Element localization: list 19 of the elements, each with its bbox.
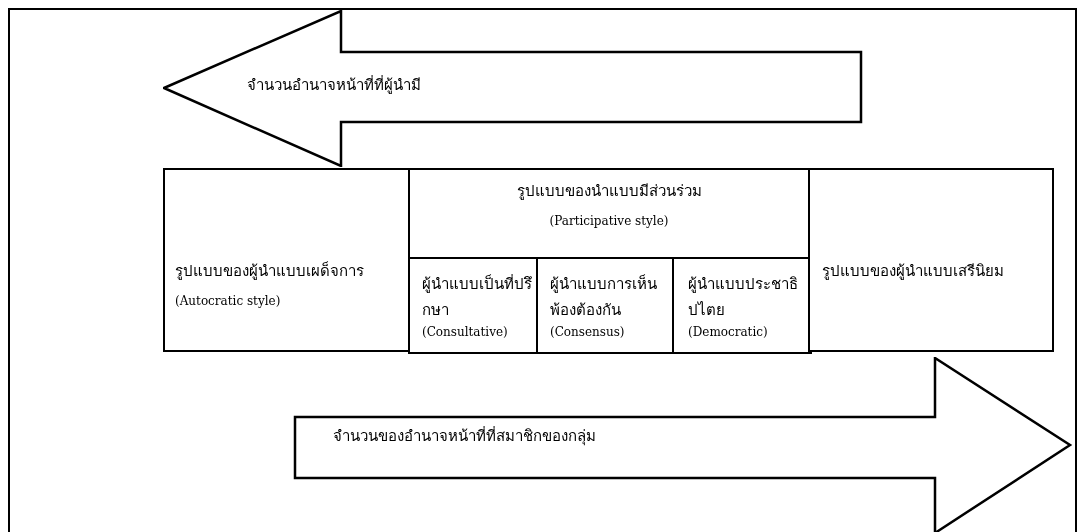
cell-heading: รูปแบบของผู้นำแบบเผด็จการ: [175, 262, 364, 280]
cell-heading: รูปแบบของผู้นำแบบเสรีนิยม: [822, 262, 1004, 280]
cell-heading: ผู้นำแบบประชาธิปไตย: [688, 274, 798, 321]
table-cell: [408, 257, 538, 354]
cell-subtitle: (Democratic): [688, 325, 768, 340]
arrow-label: จำนวนอำนาจหน้าที่ที่ผู้นำมี: [247, 76, 421, 94]
table-cell: [536, 257, 674, 354]
cell-heading: ผู้นำแบบการเห็นพ้องต้องกัน: [550, 273, 658, 321]
cell-heading: ผู้นำแบบเป็นที่ปรึกษา: [422, 273, 532, 321]
table-cell: [408, 168, 810, 352]
cell-heading: รูปแบบของนำแบบมีส่วนร่วม: [515, 182, 703, 200]
cell-subtitle: (Autocratic style): [175, 294, 281, 309]
cell-subtitle: (Consensus): [550, 325, 625, 340]
table-cell: [163, 168, 410, 352]
table-cell: [672, 257, 812, 354]
table-cell: [808, 168, 1054, 352]
arrow-label: จำนวนของอำนาจหน้าที่ที่สมาชิกของกลุ่ม: [333, 427, 596, 445]
cell-subtitle: (Consultative): [422, 325, 508, 340]
cell-subtitle: (Participative style): [548, 214, 670, 229]
